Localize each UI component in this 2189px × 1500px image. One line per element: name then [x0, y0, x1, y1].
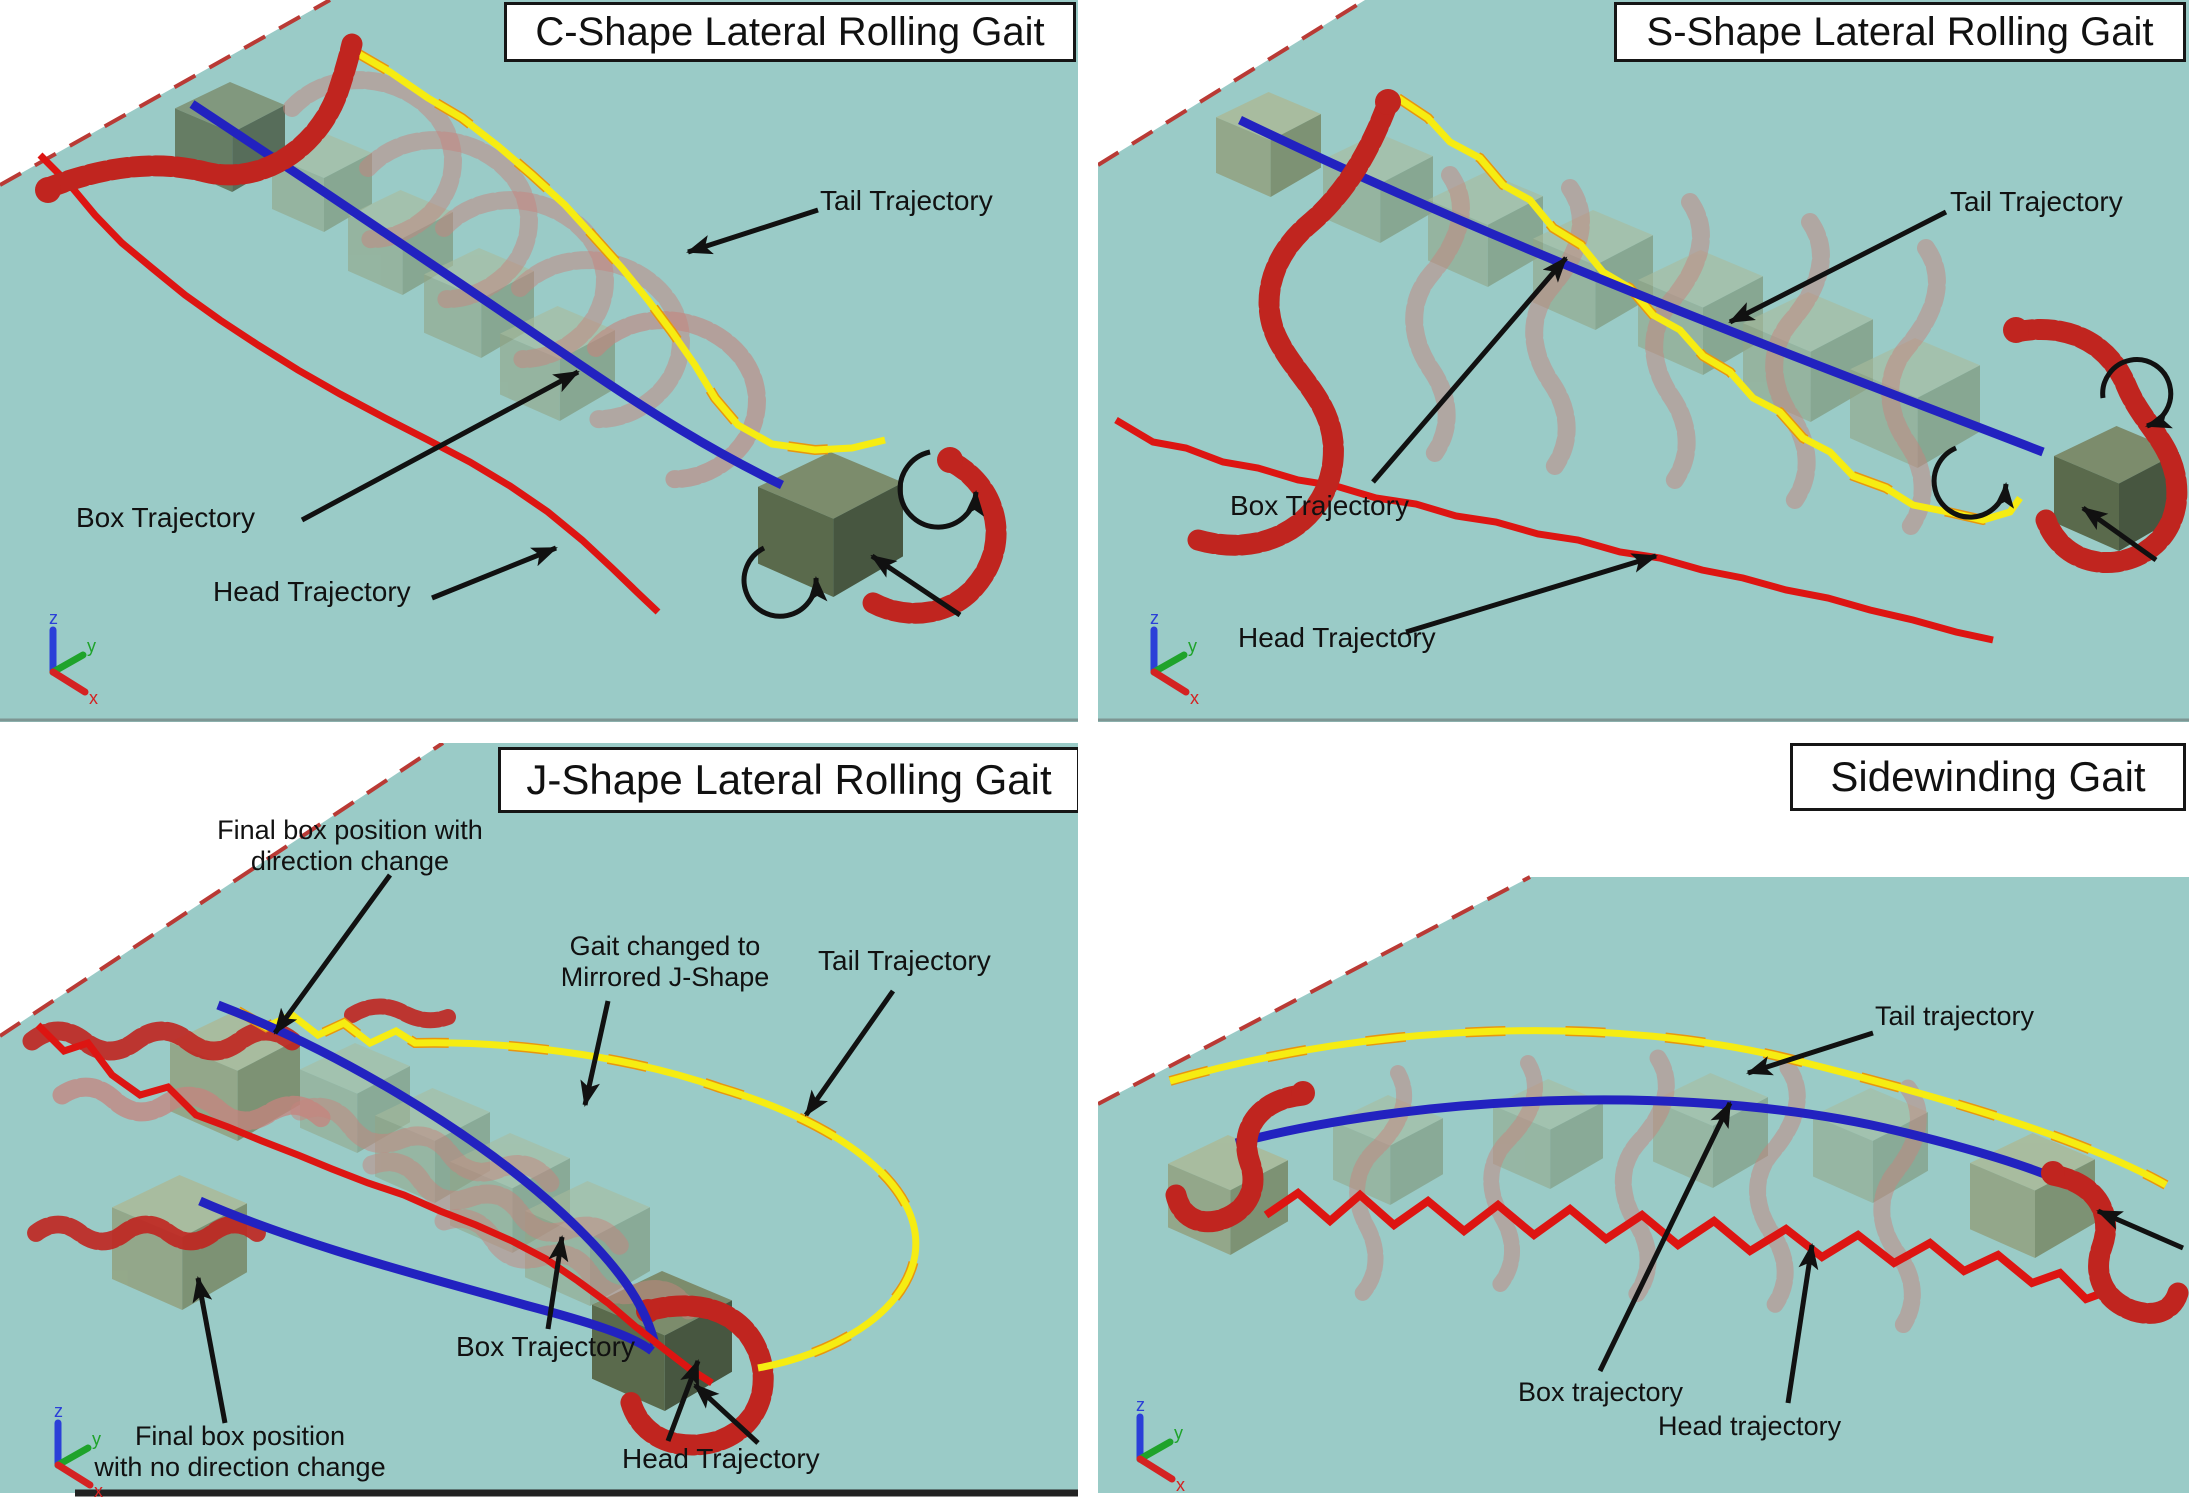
rolling-direction-arrow [1931, 445, 2014, 520]
simulation-scene-c-shape [0, 0, 1078, 722]
robot-head [1291, 1081, 1315, 1105]
rolling-direction-arrow [741, 545, 828, 619]
robot-snake [2042, 1164, 2189, 1324]
tail-arrow [803, 989, 896, 1117]
robot-head [937, 447, 963, 473]
robot-snake [1187, 97, 1397, 556]
rolling-direction-arrow [2100, 357, 2174, 429]
final-box-arrow [870, 553, 962, 618]
panel-c-shape: C-Shape Lateral Rolling Gait Tail Trajec… [0, 0, 1078, 722]
box-trajectory-label: Box trajectory [1518, 1377, 1684, 1407]
tail-arrow [1746, 1030, 1874, 1076]
head-trajectory-label: Head trajectory [1658, 1411, 1842, 1441]
head-trajectory-line [37, 152, 661, 615]
simulation-scene-j-shape [0, 743, 1078, 1500]
final-box-arrow [2081, 505, 2158, 563]
tail-trajectory-label: Tail Trajectory [820, 185, 993, 216]
tail-arrow [1728, 209, 1948, 325]
head-arrow [1785, 1243, 1819, 1404]
robot-head [35, 177, 61, 203]
panel-title: J-Shape Lateral Rolling Gait [498, 747, 1078, 813]
ground-plane [1098, 877, 2189, 1493]
box-trajectory-label: Box Trajectory [76, 502, 255, 533]
gait-changed-arrow [580, 1000, 611, 1107]
head-trajectory-line [1263, 1187, 2110, 1304]
panel-title-text: S-Shape Lateral Rolling Gait [1646, 9, 2154, 54]
head-trajectory-line [1114, 416, 1994, 644]
tail-trajectory-line [1396, 95, 2023, 524]
panel-title: C-Shape Lateral Rolling Gait [504, 2, 1076, 62]
box-arrow [1371, 256, 1568, 484]
box-arrow [545, 1235, 569, 1330]
simulation-scene-s-shape [1098, 0, 2189, 722]
final-box-no-direction-change-arrow [192, 1276, 228, 1424]
tail-trajectory-label: Tail Trajectory [818, 945, 991, 976]
robot-head [1375, 89, 1401, 115]
panel-sidewinding: Sidewinding Gait Tail trajectory Box tra… [1098, 743, 2189, 1500]
final-box-direction-change-arrow [272, 873, 393, 1035]
final-box-direction-change-label: Final box position with direction change [217, 815, 483, 877]
box-trajectory-label: Box Trajectory [1230, 490, 1409, 521]
rolling-direction-arrow [897, 449, 985, 530]
head-arrow [431, 545, 558, 601]
robot-snake [2005, 318, 2188, 574]
robot-snake [37, 33, 363, 199]
box-trajectory-line-2 [198, 1196, 655, 1355]
panel-title-text: J-Shape Lateral Rolling Gait [526, 756, 1052, 803]
tail-trajectory-line [1169, 1027, 2168, 1189]
box-trajectory-label: Box Trajectory [456, 1331, 635, 1362]
head-trajectory-label: Head Trajectory [213, 576, 411, 607]
box-trajectory-line [216, 1000, 660, 1347]
box-arrow [1597, 1101, 1733, 1373]
head-arrow [665, 1359, 701, 1442]
head-trajectory-label: Head Trajectory [622, 1443, 820, 1474]
box-arrow [300, 369, 580, 523]
simulation-scene-sidewinding [1098, 875, 2189, 1500]
panel-title-text: Sidewinding Gait [1830, 753, 2146, 800]
gait-changed-label: Gait changed to Mirrored J-Shape [560, 931, 770, 993]
tail-trajectory-label: Tail Trajectory [1950, 186, 2123, 217]
panel-s-shape: S-Shape Lateral Rolling Gait Tail Trajec… [1098, 0, 2189, 722]
robot-snake [344, 998, 456, 1029]
box-trajectory-line [189, 100, 784, 490]
tail-trajectory-label: Tail trajectory [1875, 1001, 2035, 1031]
final-box-no-direction-change-label: Final box position with no direction cha… [94, 1421, 386, 1483]
box-trajectory-line [1234, 1095, 2096, 1200]
head-arrow [1405, 553, 1658, 635]
head-trajectory-label: Head Trajectory [1238, 622, 1436, 653]
ground-edge [0, 0, 331, 187]
tail-trajectory-line [350, 46, 886, 454]
ground-edge [1098, 875, 1531, 1106]
robot-head [2041, 1161, 2065, 1185]
robot-head [2003, 317, 2029, 343]
panel-j-shape: J-Shape Lateral Rolling Gait Final box p… [0, 743, 1078, 1500]
tail-trajectory-line [236, 1007, 920, 1372]
robot-snake [619, 1295, 774, 1456]
panel-title: Sidewinding Gait [1790, 743, 2186, 811]
final-box-arrow [693, 1383, 760, 1445]
robot-snake [1165, 1084, 1314, 1233]
ground-plane [0, 743, 1078, 1493]
tail-arrow [686, 207, 819, 255]
ground-edge [1098, 0, 1367, 167]
head-trajectory-line [35, 1022, 714, 1386]
panel-title-text: C-Shape Lateral Rolling Gait [535, 9, 1045, 54]
panel-title: S-Shape Lateral Rolling Gait [1614, 2, 2186, 62]
ground-edge [0, 743, 445, 1038]
final-box-arrow [2096, 1208, 2184, 1251]
